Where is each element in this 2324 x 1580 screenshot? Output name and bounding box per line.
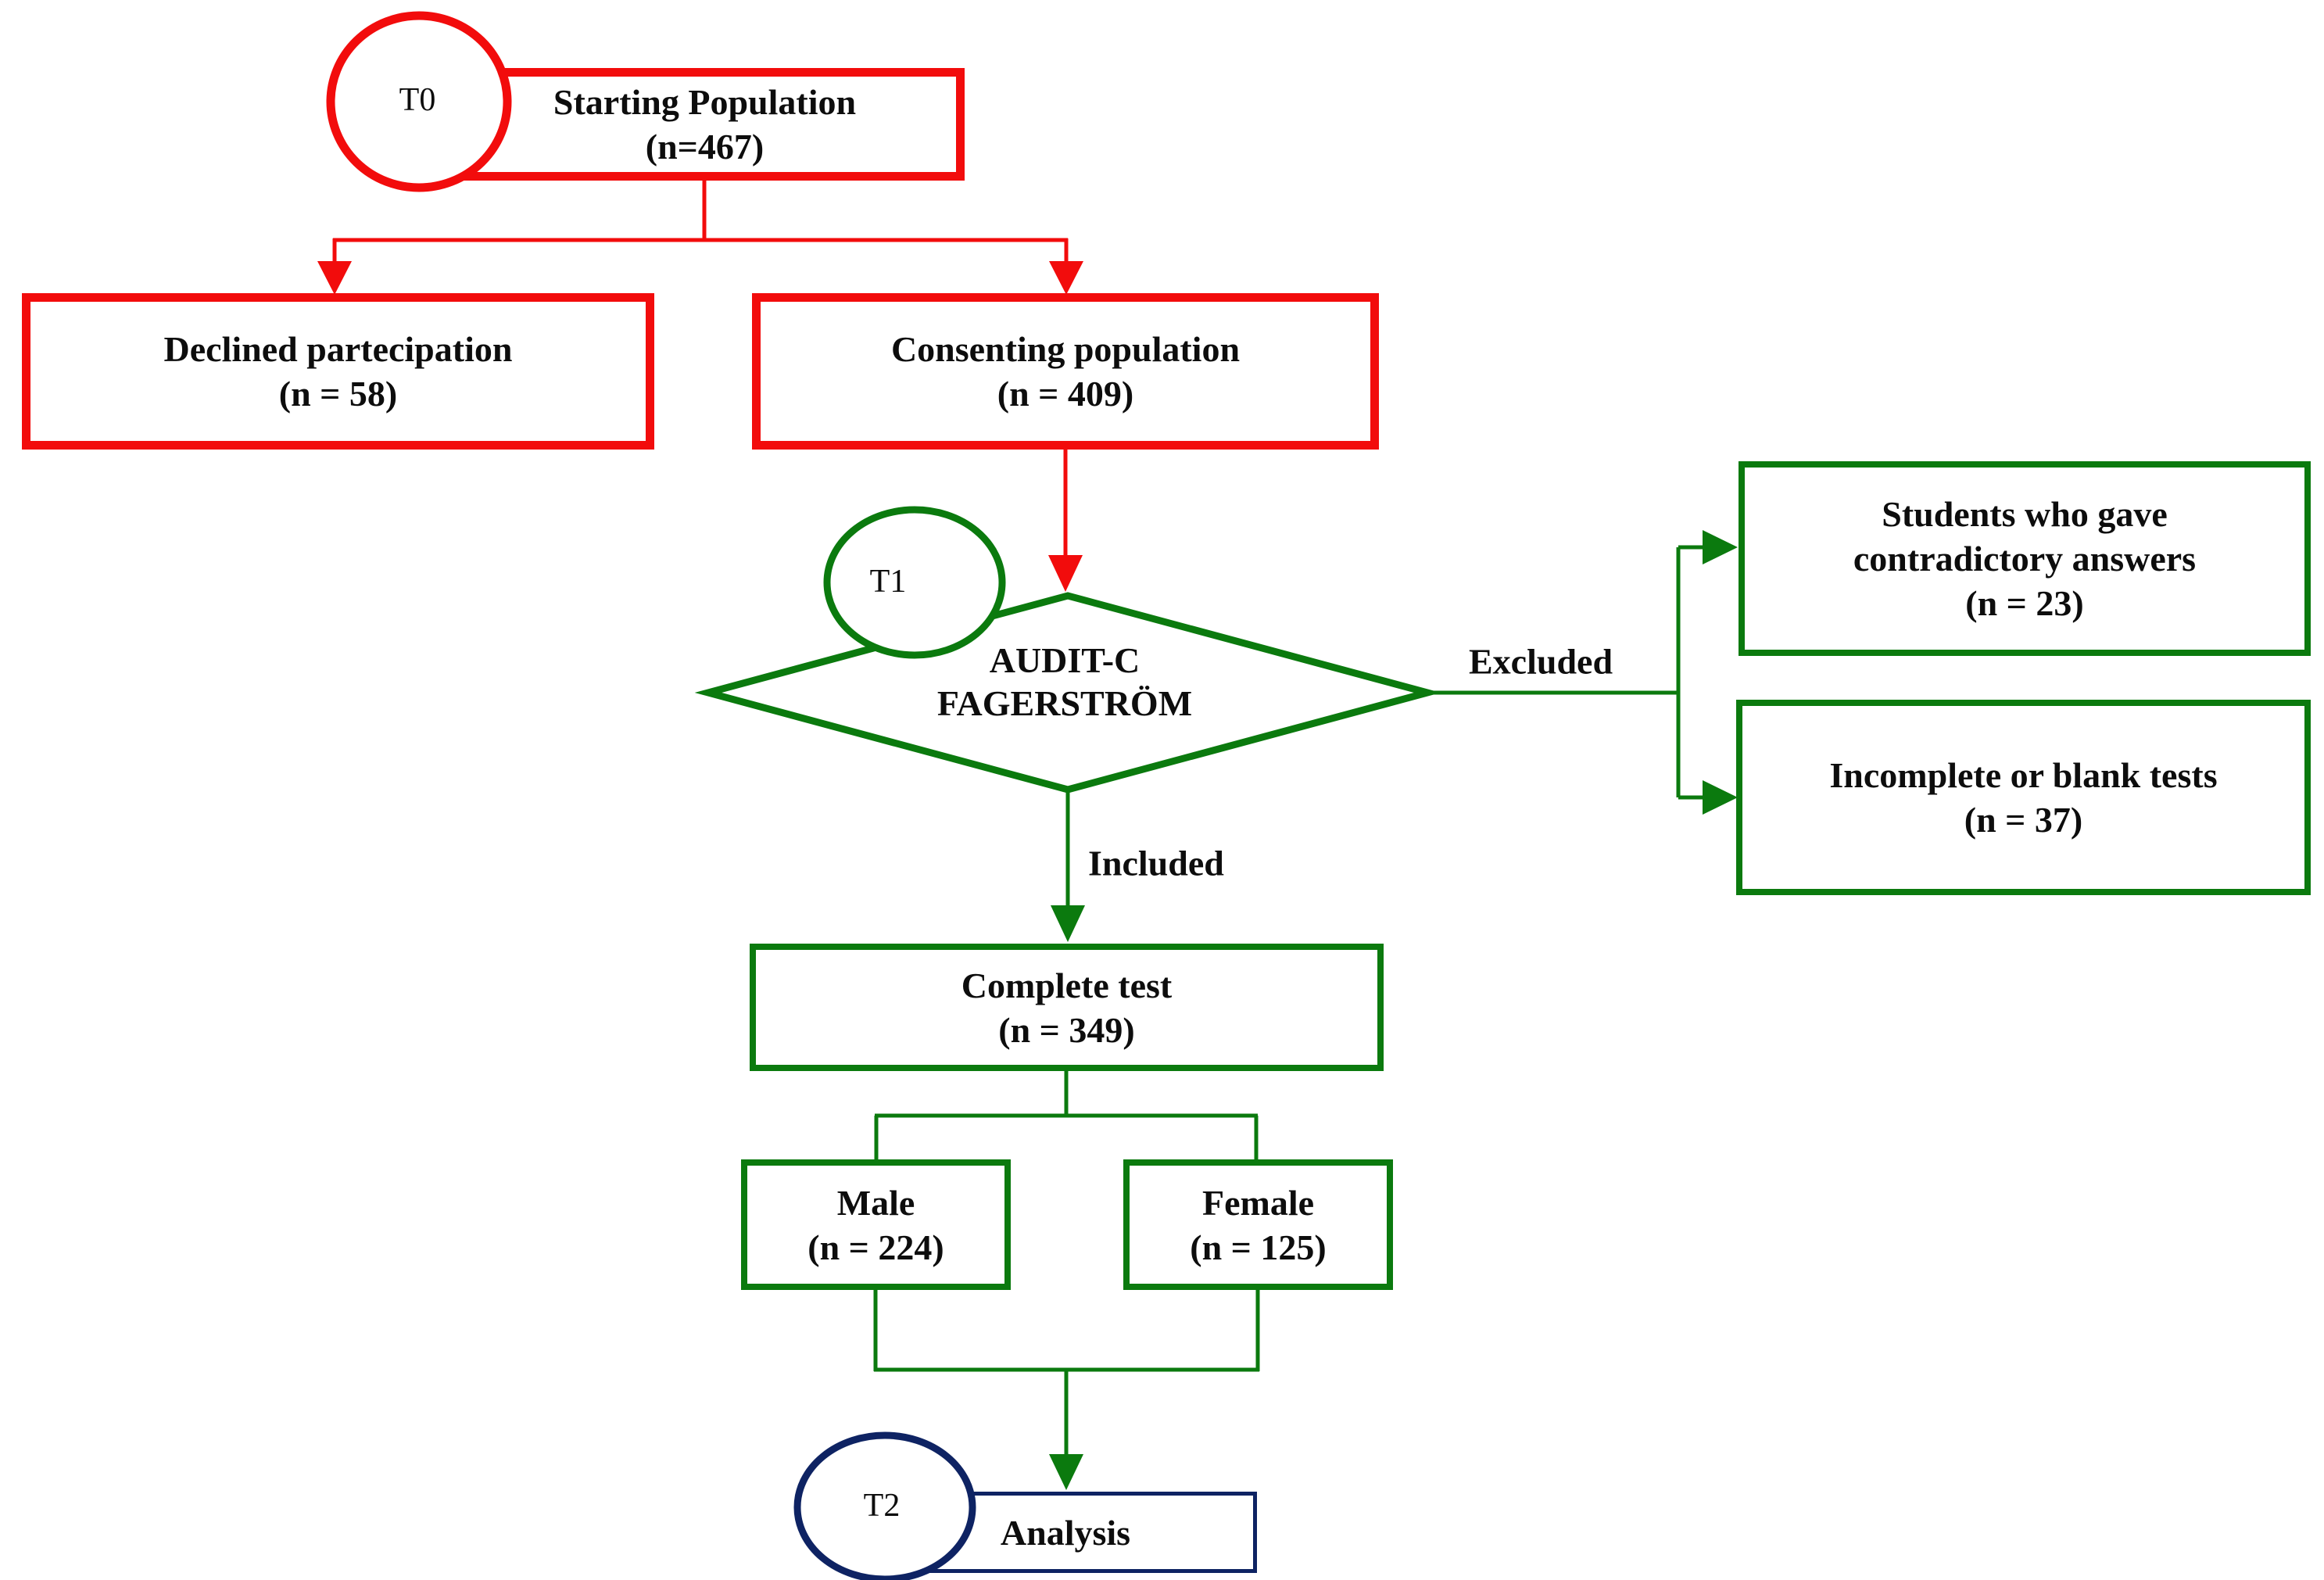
arrowhead-students (1703, 530, 1738, 564)
node-contradictory-answers: Students who gave contradictory answers … (1739, 461, 2311, 656)
node-count: (n=467) (645, 127, 765, 167)
node-incomplete-tests: Incomplete or blank tests (n = 37) (1736, 700, 2311, 895)
node-line: contradictory answers (1853, 539, 2197, 579)
node-count: (n = 37) (1964, 800, 2083, 840)
node-male: Male (n = 224) (741, 1159, 1011, 1290)
node-line: Incomplete or blank tests (1829, 755, 2218, 795)
arrowhead-declined (317, 261, 352, 295)
timepoint-t2-label: T2 (863, 1488, 901, 1524)
timepoint-t1-label: T1 (869, 564, 907, 600)
node-starting-population: Starting Population (n=467) (445, 68, 965, 181)
node-count: (n = 125) (1190, 1227, 1327, 1267)
node-count: (n = 409) (997, 374, 1134, 414)
decision-line: AUDIT-C (989, 640, 1141, 680)
node-female: Female (n = 125) (1123, 1159, 1393, 1290)
node-count: (n = 349) (998, 1009, 1135, 1050)
decision-line: FAGERSTRÖM (936, 683, 1193, 723)
node-analysis: Analysis (874, 1492, 1257, 1573)
arrowhead-diamond (1048, 555, 1083, 592)
node-count: (n = 58) (278, 374, 398, 414)
decision-label: AUDIT-C FAGERSTRÖM (937, 639, 1192, 725)
node-complete-test: Complete test (n = 349) (750, 944, 1384, 1071)
node-line: Consenting population (890, 329, 1241, 369)
arrowhead-analysis (1049, 1454, 1083, 1490)
node-consenting-population: Consenting population (n = 409) (752, 293, 1379, 450)
timepoint-t0-label: T0 (399, 82, 436, 118)
node-declined-participation: Declined partecipation (n = 58) (22, 293, 654, 450)
node-line: Declined partecipation (163, 329, 513, 369)
arrowhead-incomplete (1703, 780, 1738, 815)
edge-label-included: Included (1088, 843, 1224, 883)
node-line: Students who gave (1882, 494, 2168, 534)
node-count: (n = 23) (1965, 583, 2084, 623)
node-line: Female (1201, 1182, 1315, 1223)
node-line: Complete test (961, 965, 1173, 1005)
node-line: Male (836, 1182, 915, 1223)
edge-label-excluded: Excluded (1468, 641, 1613, 682)
arrowhead-consenting (1049, 261, 1083, 295)
node-count: (n = 224) (807, 1227, 944, 1267)
timepoint-t1-ellipse (823, 506, 1006, 659)
node-line: Starting Population (553, 82, 857, 122)
node-line: Analysis (1000, 1512, 1131, 1553)
arrowhead-complete (1051, 905, 1085, 942)
